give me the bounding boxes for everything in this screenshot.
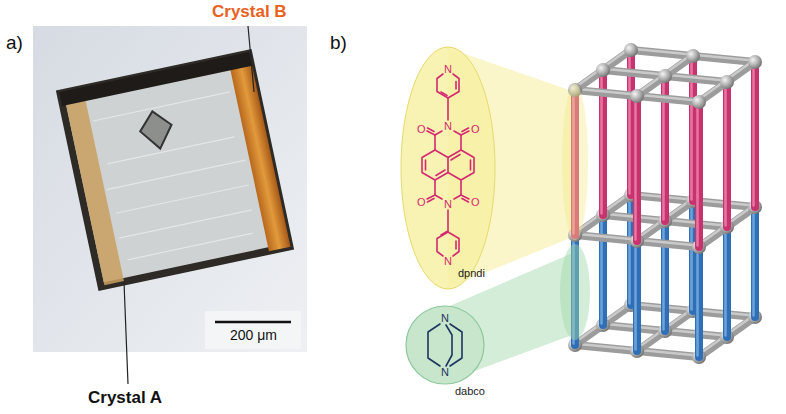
scale-bar-ground: [205, 311, 301, 349]
scale-bar: [215, 321, 291, 324]
linker-rod: [575, 50, 631, 90]
dabco-pillar-shine: [696, 246, 699, 356]
linker-rod: [631, 50, 755, 62]
dabco-pillar-shine: [600, 214, 603, 324]
photo-ground: [33, 26, 307, 352]
scale-bar-label: 200 μm: [230, 327, 277, 343]
drawing-part: [107, 160, 246, 190]
atom-label: N: [444, 120, 452, 133]
crystal-b-edge: [65, 95, 124, 285]
ligand-ellipse: dpndi: [400, 46, 496, 290]
crystal-rim: [59, 52, 252, 106]
dabco-structure: [428, 324, 462, 366]
atom-label: N: [441, 312, 449, 325]
drawing-part: [428, 324, 440, 366]
dpndi-pillar: [723, 82, 731, 227]
dpndi-pillar-shine: [696, 101, 699, 246]
crystal-inclusion: [137, 108, 176, 152]
drawing-part: [435, 180, 461, 199]
metal-node: [658, 69, 672, 83]
dpndi-pillar-shine: [752, 61, 755, 206]
dpndi-pillar-shine: [634, 95, 637, 240]
dpndi-ellipse: [400, 46, 496, 290]
metal-node: [630, 89, 644, 103]
crystal-label: Crystal B: [212, 2, 287, 22]
circle-outline: [406, 306, 484, 384]
atom-label: N: [441, 366, 449, 379]
linker-rod-shine: [574, 49, 630, 89]
atom-label: N: [444, 63, 452, 76]
atom-label: O: [417, 123, 426, 136]
panel-label: b): [330, 32, 347, 54]
panel-label: a): [6, 32, 23, 54]
drawing-part: [437, 232, 459, 256]
crystal-rim: [56, 49, 294, 291]
metal-node: [596, 63, 610, 77]
metal-node: [686, 49, 700, 63]
dabco-pillar-shine: [752, 206, 755, 316]
dabco-pillar-shine: [690, 200, 693, 310]
metal-node: [692, 95, 706, 109]
dabco-pillar-shine: [662, 220, 665, 330]
linker-rod: [575, 90, 699, 102]
dabco-pillar: [661, 221, 669, 331]
dabco-pillar-shine: [628, 194, 631, 304]
dpndi-pillar: [695, 102, 703, 247]
framework-lattice: [568, 43, 762, 364]
pillar-highlight: [562, 84, 588, 240]
pillar-highlight: [560, 244, 590, 340]
dabco-pillar: [723, 227, 731, 337]
ligand-name: dabco: [455, 385, 485, 398]
drawing-part: [441, 232, 456, 250]
drawing-part: [107, 137, 234, 164]
drawing-part: [447, 210, 449, 232]
atom-label: N: [444, 255, 452, 268]
atom-label: O: [471, 123, 480, 136]
leader-line: [124, 282, 128, 384]
drawing-part: [441, 82, 456, 96]
atom-label: O: [417, 196, 426, 209]
drawing-part: [446, 325, 452, 366]
linker-rod-shine: [698, 61, 754, 101]
metal-node: [720, 75, 734, 89]
drawing-part: [116, 185, 249, 213]
ligand-name: dpndi: [458, 267, 485, 280]
drawing-part: [426, 155, 471, 176]
dpndi-pillar-shine: [724, 81, 727, 226]
drawing-part: [119, 210, 252, 238]
atom-label: O: [471, 196, 480, 209]
dpndi-structure: [422, 74, 474, 256]
drawing-part: [128, 233, 253, 260]
dpndi-pillar: [633, 96, 641, 241]
linker-rod: [603, 70, 727, 82]
atom-label: N: [444, 198, 452, 211]
linker-rod: [699, 62, 755, 102]
metal-node: [624, 43, 638, 57]
linker-rod-shine: [636, 55, 692, 95]
crystal-body: [56, 49, 294, 291]
drawing-part: [437, 74, 459, 98]
drawing-part: [447, 98, 449, 120]
dabco-pillar: [695, 247, 703, 357]
ellipse-outline: [401, 47, 495, 289]
dabco-pillar: [633, 241, 641, 351]
dabco-pillar: [599, 215, 607, 325]
dabco-pillar: [751, 207, 759, 317]
crystal-streaks: [92, 92, 261, 261]
crystal-label: Crystal A: [88, 388, 162, 408]
dabco-pillar-shine: [724, 226, 727, 336]
drawing-part: [435, 131, 461, 150]
dabco-pillar-shine: [634, 240, 637, 350]
crystal-b-edge: [229, 58, 291, 251]
metal-node: [748, 55, 762, 69]
linker-rod: [637, 56, 693, 96]
leader-line: [248, 26, 254, 92]
dpndi-pillar: [751, 62, 759, 207]
